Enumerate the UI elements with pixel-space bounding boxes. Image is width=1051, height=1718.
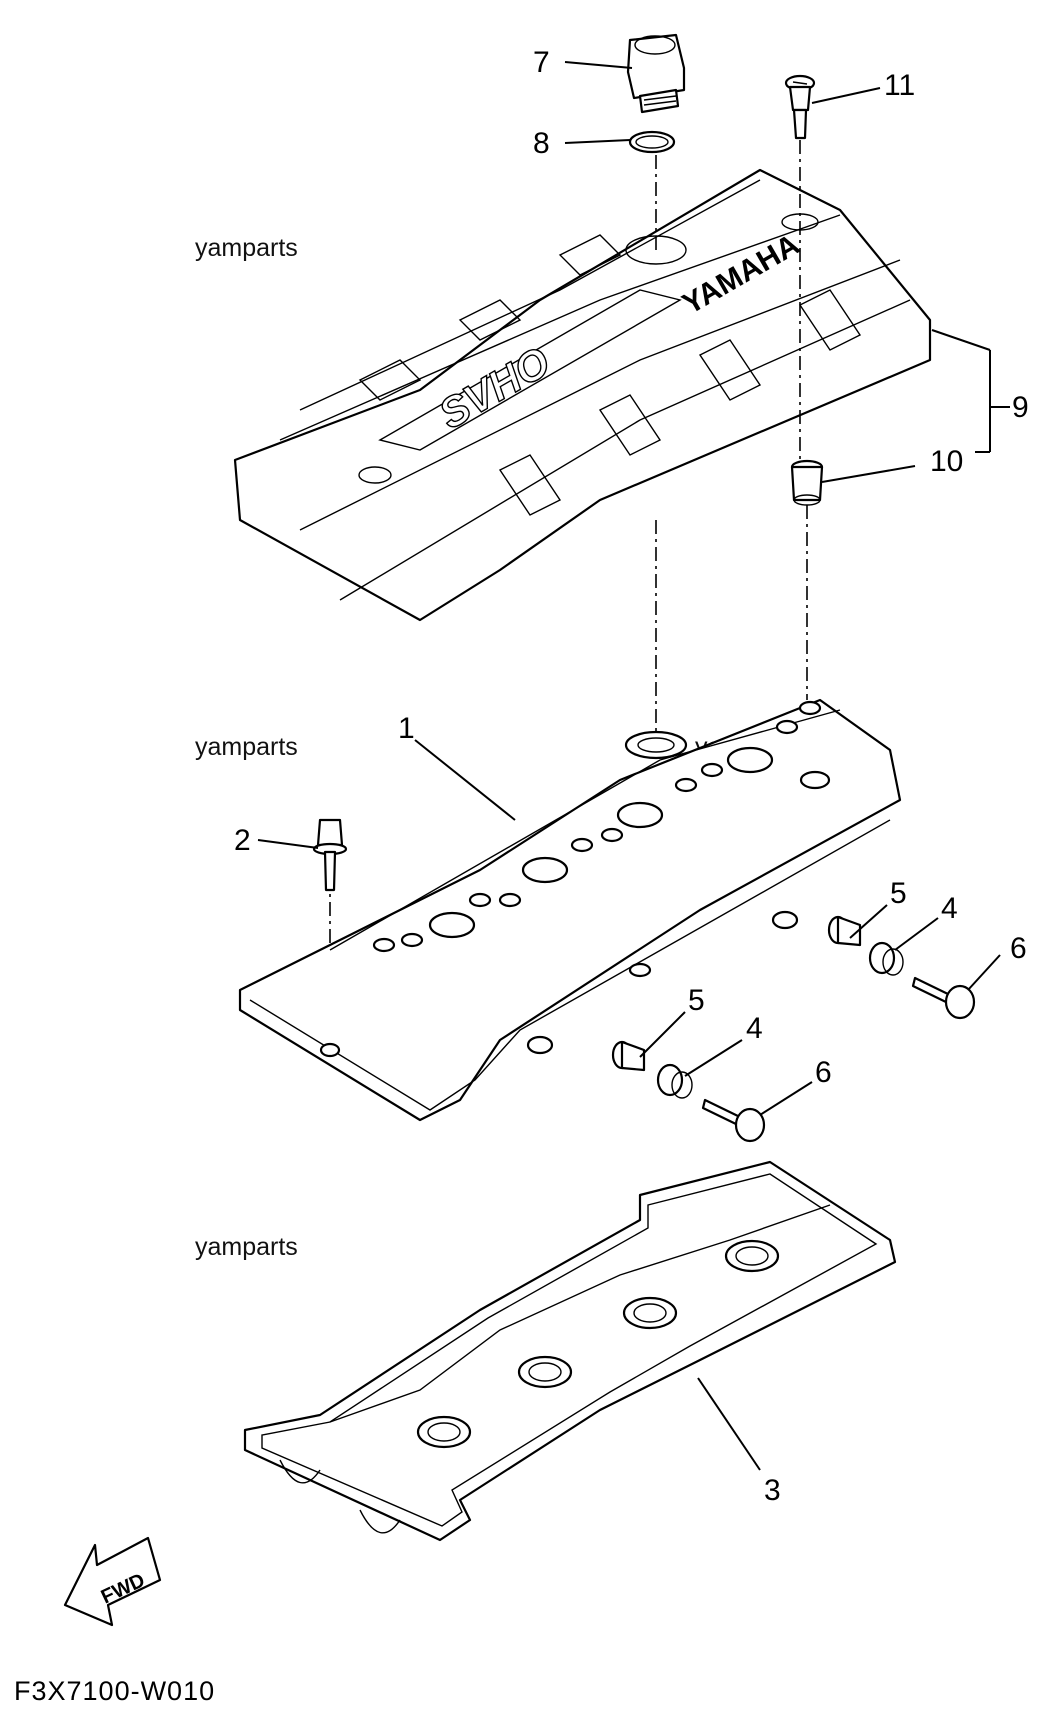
callout-6a: 6 (1010, 932, 1027, 965)
watermark-5: yamparts (195, 1233, 298, 1261)
part-6-bolt-right[interactable] (911, 976, 976, 1020)
part-9-engine-cover[interactable]: SVHO YAMAHA (233, 168, 932, 622)
callout-2: 2 (234, 824, 251, 857)
callout-5b: 5 (688, 984, 705, 1017)
watermark-3: yamparts (195, 733, 298, 761)
callout-6b: 6 (815, 1056, 832, 1089)
watermark-1: yamparts (195, 234, 298, 262)
fwd-direction-arrow: FWD (63, 1536, 162, 1627)
part-6-bolt-lower[interactable] (701, 1098, 766, 1143)
callout-8: 8 (533, 127, 550, 160)
callout-10: 10 (930, 445, 963, 478)
part-4-grommet-lower[interactable] (656, 1063, 693, 1099)
callout-1: 1 (398, 712, 415, 745)
callout-4a: 4 (941, 892, 958, 925)
part-7-oil-filler-cap[interactable] (626, 33, 686, 114)
callout-3: 3 (764, 1474, 781, 1507)
part-1-cylinder-head-cover[interactable] (238, 698, 902, 1122)
diagram-code: F3X7100-W010 (14, 1676, 216, 1706)
fastener-set-right[interactable] (827, 915, 976, 1020)
callout-9: 9 (1012, 391, 1029, 424)
part-11-screw[interactable] (784, 74, 816, 140)
part-4-grommet-right[interactable] (868, 941, 904, 976)
fastener-set-lower[interactable] (611, 1040, 766, 1143)
callout-7: 7 (533, 46, 550, 79)
callout-11: 11 (884, 69, 915, 102)
part-3-gasket[interactable] (243, 1160, 897, 1542)
part-2-bolt[interactable] (312, 818, 348, 892)
part-5-collar-right[interactable] (827, 915, 862, 947)
callout-4b: 4 (746, 1012, 763, 1045)
part-10-grommet[interactable] (790, 459, 824, 506)
callout-5a: 5 (890, 877, 907, 910)
part-5-collar-lower[interactable] (611, 1040, 646, 1072)
